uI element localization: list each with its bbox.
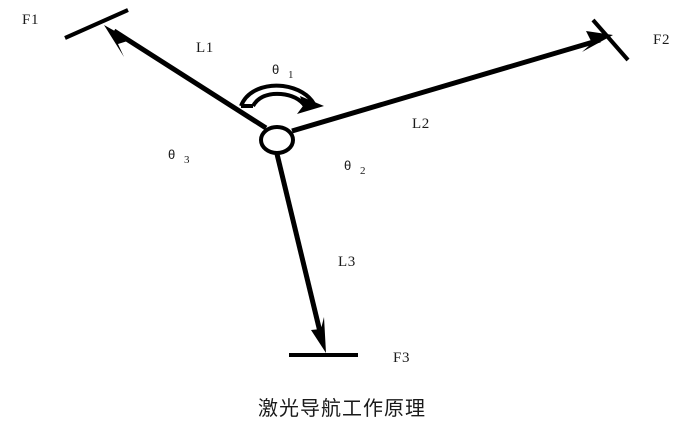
- rotation-arc-icon: [239, 83, 324, 114]
- beam-line-2: [291, 37, 601, 134]
- angle-sub-theta3: 3: [184, 154, 190, 166]
- rotation-arc-outer: [239, 83, 316, 107]
- beam-line-3: [274, 153, 324, 337]
- target-label-F3: F3: [393, 350, 410, 366]
- beam-group-1: [64, 8, 268, 131]
- beam-group-2: [291, 18, 630, 134]
- laser-scanner-hub: [259, 125, 295, 155]
- beam-label-L2: L2: [412, 116, 430, 132]
- reflector-bar-1: [64, 8, 129, 40]
- beam-arrowhead-3: [311, 317, 326, 353]
- angle-sub-theta1: 1: [288, 69, 294, 81]
- rotation-arc-inner: [251, 91, 307, 108]
- angle-sub-theta2: 2: [360, 165, 366, 177]
- beam-label-L1: L1: [196, 40, 214, 56]
- angle-label-theta3: θ: [168, 147, 175, 162]
- beam-line-1: [112, 28, 268, 131]
- target-label-F2: F2: [653, 32, 670, 48]
- angle-label-theta1: θ: [272, 62, 279, 77]
- reflector-bar-2: [591, 18, 630, 62]
- angle-label-theta2: θ: [344, 158, 351, 173]
- beam-arrowhead-1: [104, 25, 131, 57]
- target-label-F1: F1: [22, 12, 39, 28]
- figure-caption: 激光导航工作原理: [258, 396, 426, 420]
- beam-label-L3: L3: [338, 254, 356, 270]
- rotation-arrowhead: [297, 96, 324, 114]
- beam-group-3: [274, 153, 358, 357]
